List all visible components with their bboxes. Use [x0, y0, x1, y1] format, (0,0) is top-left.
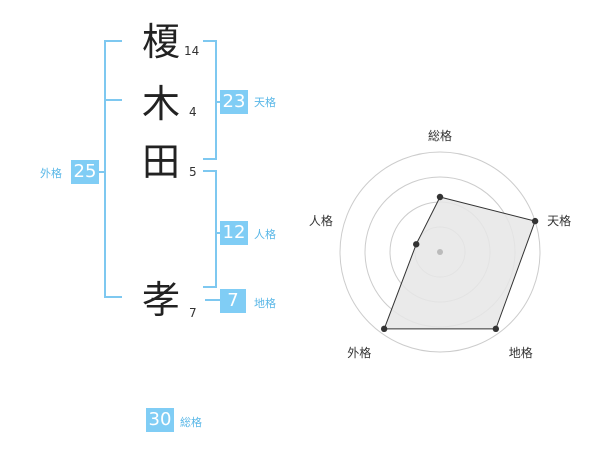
- chikaku-value: 7: [220, 289, 246, 313]
- radar-axis-label-4: 外格: [347, 345, 371, 360]
- name-char-2: 木: [142, 82, 181, 126]
- radar-point-3: [492, 325, 500, 333]
- tenkaku-bracket: [203, 40, 217, 160]
- name-char-3: 田: [142, 140, 181, 184]
- jinkaku-value: 12: [220, 221, 248, 245]
- tenkaku-label: 天格: [254, 96, 276, 109]
- stroke-count-1: 14: [184, 44, 200, 58]
- gaikaku-label: 外格: [40, 167, 62, 180]
- radar-point-1: [436, 193, 444, 201]
- stroke-count-3: 5: [189, 165, 197, 179]
- soukaku-label: 総格: [180, 416, 202, 429]
- stroke-count-4: 7: [189, 306, 197, 320]
- stroke-count-2: 4: [189, 105, 197, 119]
- radar-point-5: [413, 241, 420, 248]
- radar-axis-label-5: 人格: [309, 213, 333, 228]
- radar-point-4: [380, 325, 388, 333]
- name-char-1: 榎: [142, 20, 181, 64]
- radar-point-2: [531, 217, 539, 225]
- radar-grid-ring: [339, 151, 541, 353]
- jinkaku-label: 人格: [254, 228, 276, 241]
- tenkaku-value: 23: [220, 90, 248, 114]
- gaikaku-bracket: [104, 40, 122, 298]
- name-char-4: 孝: [142, 278, 181, 322]
- chikaku-connector: [205, 299, 223, 301]
- gaikaku-connector: [97, 171, 105, 173]
- soukaku-value: 30: [146, 408, 174, 432]
- radar-axis-label-3: 地格: [509, 345, 533, 360]
- gaikaku-value: 25: [71, 160, 99, 184]
- radar-axis-label-1: 総格: [428, 128, 452, 143]
- radar-axis-label-2: 天格: [547, 213, 571, 228]
- radar-center: [437, 249, 443, 255]
- radar-area: [383, 196, 536, 330]
- jinkaku-bracket: [203, 170, 217, 288]
- chikaku-label: 地格: [254, 297, 276, 310]
- gaikaku-inner-tick: [104, 99, 122, 101]
